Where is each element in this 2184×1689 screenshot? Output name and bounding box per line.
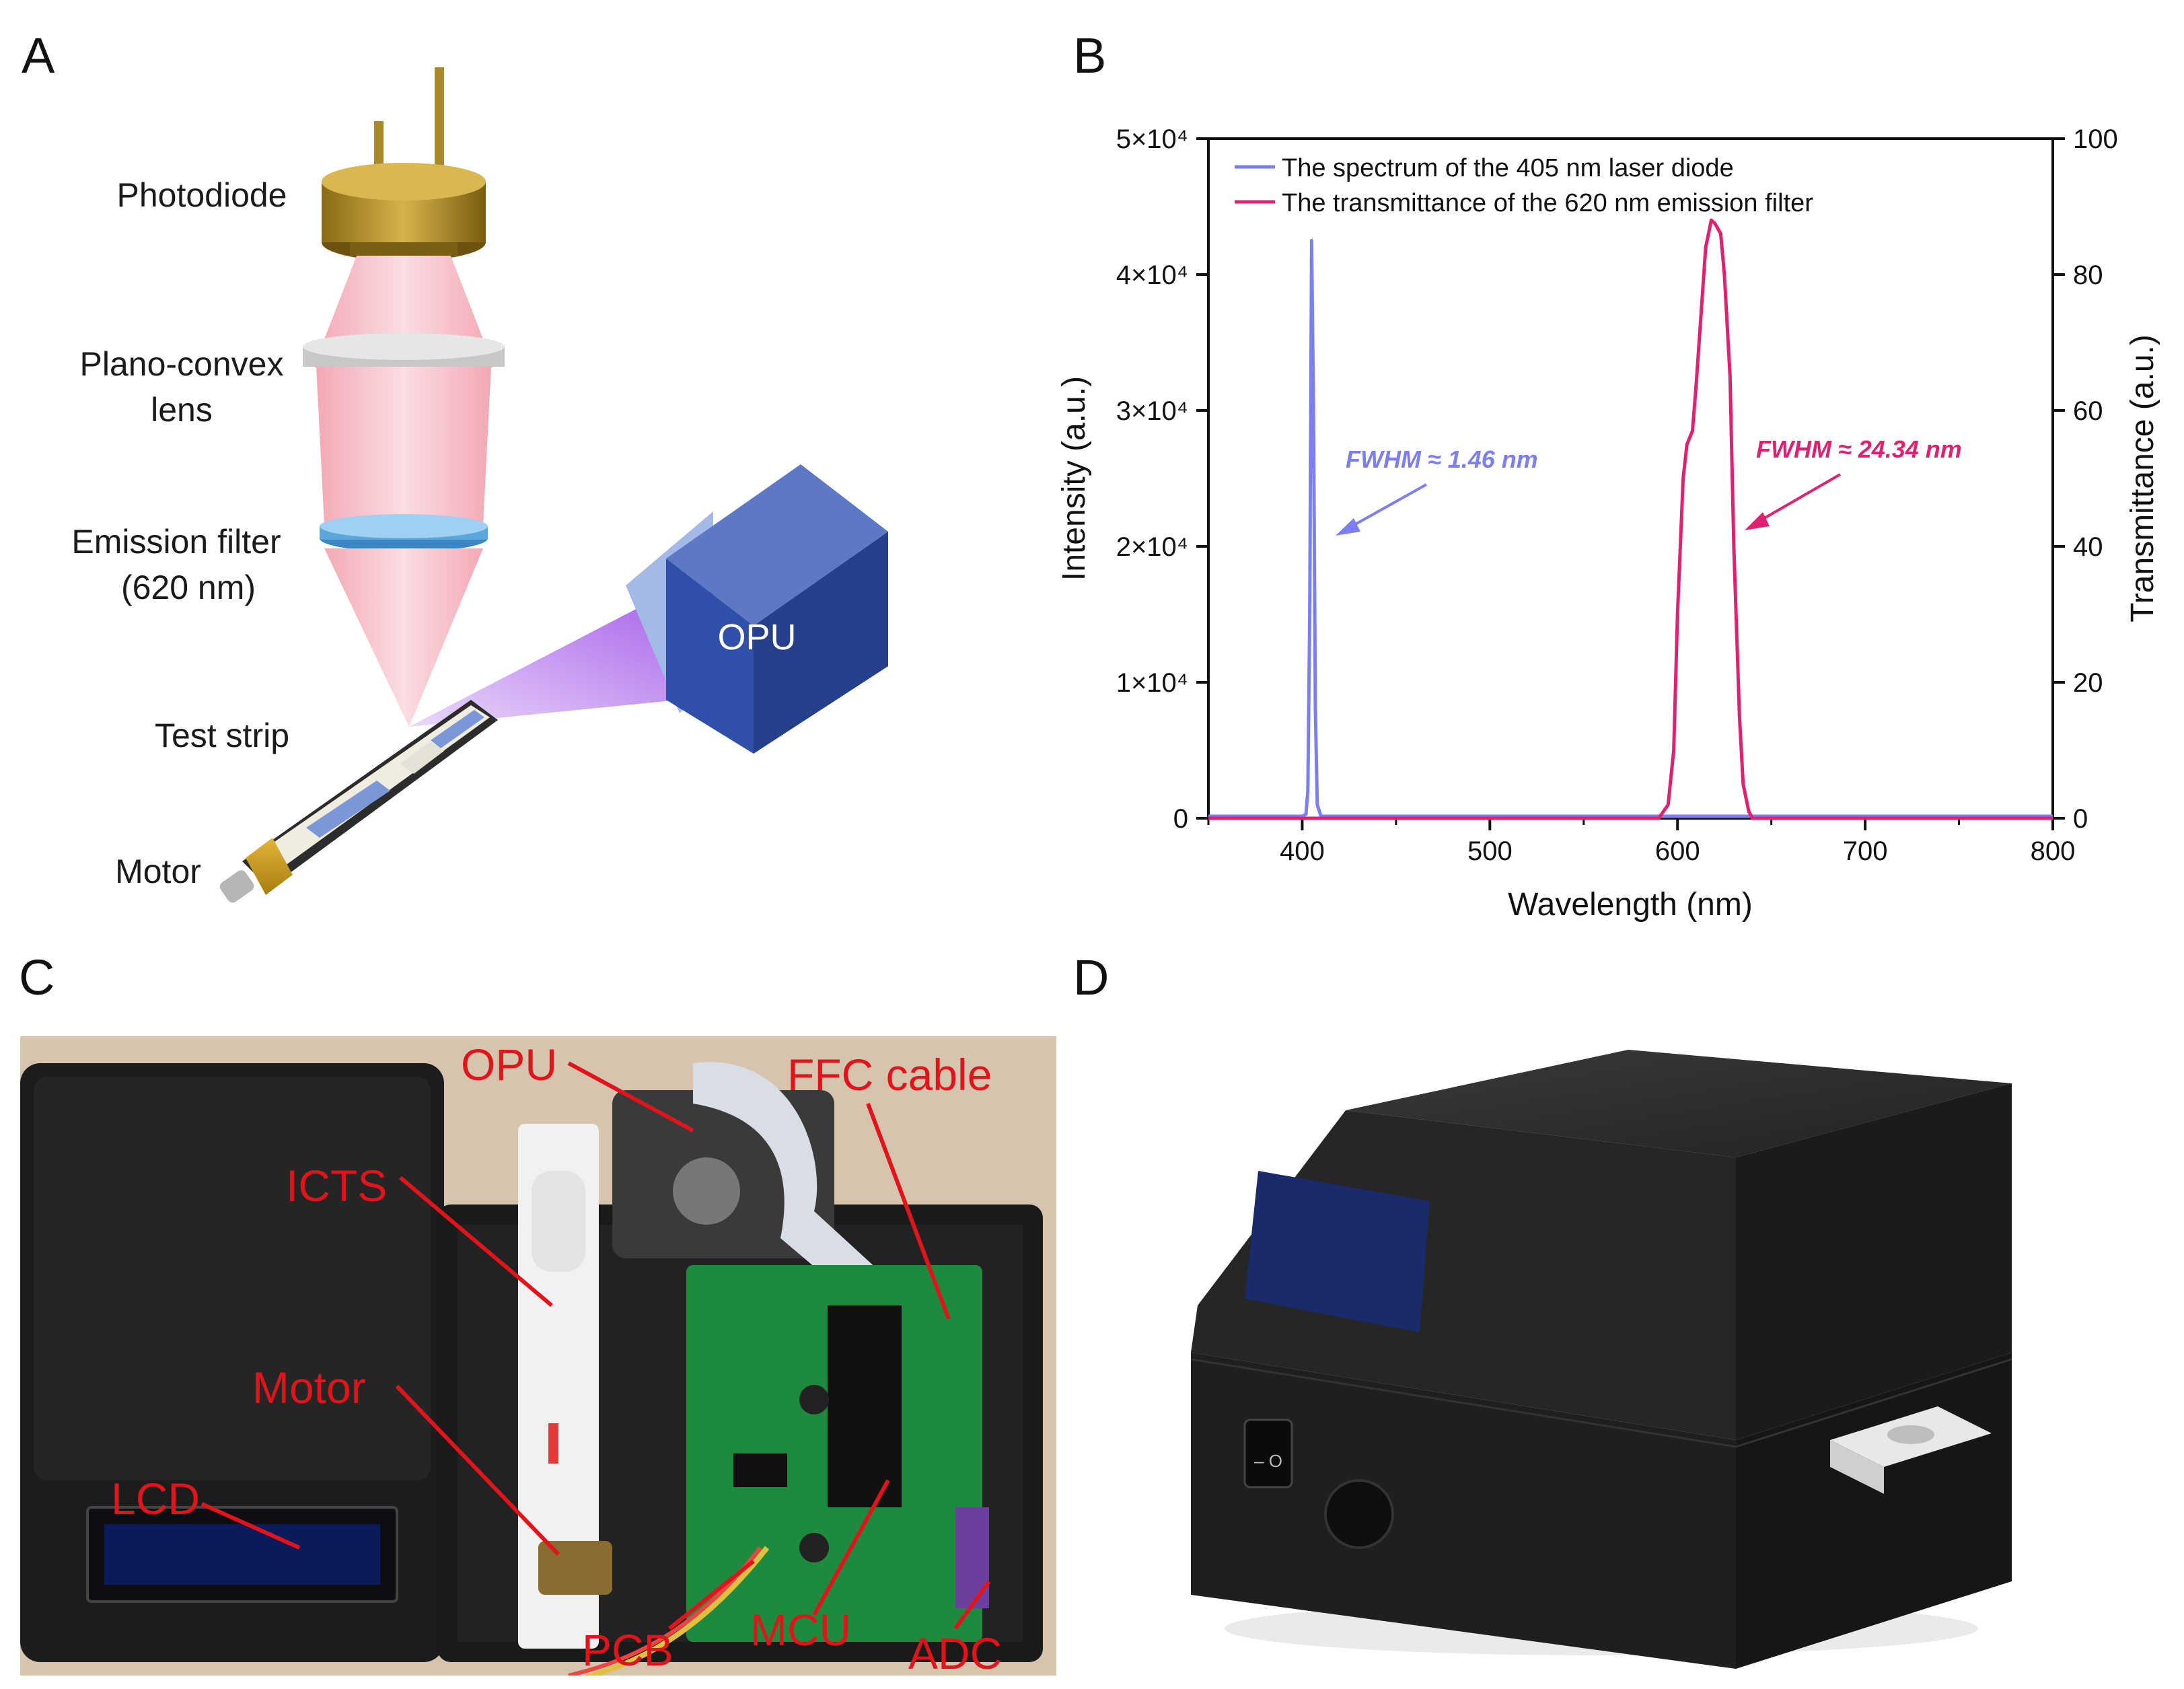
annotation-arrow-filter	[1752, 473, 1841, 526]
series-line-1	[1208, 218, 2053, 820]
arrow-mcu	[812, 1479, 890, 1616]
y-left-tick-label: 3×10⁴	[1116, 396, 1188, 426]
optical-path-diagram: OPU Photodiode Plano-convex lens Emissio…	[71, 67, 888, 903]
label-opu: OPU	[461, 1040, 557, 1089]
panel-b-letter: B	[1073, 28, 1107, 83]
panel-d-letter: D	[1073, 949, 1109, 1005]
label-motor: Motor	[252, 1363, 366, 1412]
arrow-lcd	[201, 1502, 301, 1550]
opu-label: OPU	[717, 617, 796, 657]
label-pcb: PCB	[582, 1625, 674, 1675]
arrow-adc	[953, 1580, 991, 1630]
label-ffc-cable: FFC cable	[787, 1050, 992, 1100]
power-switch-symbols: – O	[1254, 1451, 1282, 1471]
beam-cone	[324, 548, 483, 727]
chart-plot-area	[1207, 137, 2054, 820]
label-mcu: MCU	[750, 1605, 851, 1655]
label-filter-line1: Emission filter	[71, 523, 281, 561]
opu-block	[666, 559, 754, 754]
legend-label-filter: The transmittance of the 620 nm emission…	[1282, 189, 1813, 217]
motor-body	[246, 838, 293, 895]
x-tick-label: 600	[1655, 836, 1700, 866]
power-switch[interactable]	[1243, 1418, 1293, 1488]
device-photo: OPU FFC cable ICTS Motor LCD PCB MCU ADC	[20, 1036, 1056, 1676]
mcu-board	[828, 1305, 902, 1507]
y-right-tick-label: 80	[2073, 260, 2103, 290]
label-icts: ICTS	[286, 1161, 387, 1211]
arrow-icts	[399, 1176, 553, 1307]
arrow-ffc-cable	[866, 1102, 951, 1320]
panel-a-letter: A	[22, 28, 55, 83]
arrow-motor	[395, 1384, 560, 1556]
excitation-beam	[409, 606, 680, 727]
label-adc: ADC	[908, 1628, 1002, 1676]
label-lcd: LCD	[111, 1474, 200, 1523]
legend-label-laser: The spectrum of the 405 nm laser diode	[1282, 154, 1734, 182]
panel-c-letter: C	[19, 949, 55, 1005]
y-left-tick-label: 4×10⁴	[1116, 260, 1188, 290]
y-axis-label-left: Intensity (a.u.)	[1056, 376, 1092, 581]
label-lens-line2: lens	[151, 391, 213, 429]
annotation-fwhm-laser: FWHM ≈ 1.46 nm	[1346, 445, 1538, 473]
control-knob[interactable]	[1324, 1479, 1394, 1549]
motor-unit	[538, 1541, 612, 1595]
y-left-tick-label: 5×10⁴	[1116, 124, 1188, 154]
x-tick-label: 400	[1280, 836, 1325, 866]
x-tick-label: 500	[1467, 836, 1513, 866]
adc-board	[955, 1507, 989, 1608]
device-lcd-window	[1245, 1171, 1430, 1332]
label-motor: Motor	[115, 853, 201, 890]
y-axis-label-right: Transmittance (a.u.)	[2125, 334, 2160, 622]
y-right-tick-label: 20	[2073, 668, 2103, 698]
motor-shaft	[219, 870, 254, 903]
y-right-tick-label: 100	[2073, 124, 2118, 154]
arrow-opu	[567, 1061, 694, 1133]
label-lens-line1: Plano-convex	[80, 345, 284, 383]
label-filter-line2: (620 nm)	[121, 569, 256, 606]
beam-lower	[316, 367, 491, 525]
device-top-face	[1346, 1050, 2012, 1157]
x-tick-label: 700	[1843, 836, 1888, 866]
y-left-tick-label: 0	[1173, 804, 1188, 834]
y-right-tick-label: 0	[2073, 804, 2088, 834]
label-test-strip: Test strip	[155, 717, 289, 754]
device-front-face	[1191, 1353, 1736, 1669]
y-right-tick-label: 40	[2073, 532, 2103, 562]
label-photodiode: Photodiode	[116, 176, 287, 214]
arrow-pcb	[668, 1559, 755, 1630]
x-axis-label: Wavelength (nm)	[1508, 887, 1753, 923]
y-left-tick-label: 1×10⁴	[1116, 668, 1188, 698]
device-render: – O	[1190, 1050, 2012, 1669]
y-left-tick-label: 2×10⁴	[1116, 532, 1188, 562]
beam-upper	[316, 256, 491, 360]
y-right-tick-label: 60	[2073, 396, 2103, 426]
x-tick-label: 800	[2031, 836, 2076, 866]
annotation-fwhm-filter: FWHM ≈ 24.34 nm	[1756, 435, 1962, 463]
series-line-0	[1208, 239, 2053, 818]
